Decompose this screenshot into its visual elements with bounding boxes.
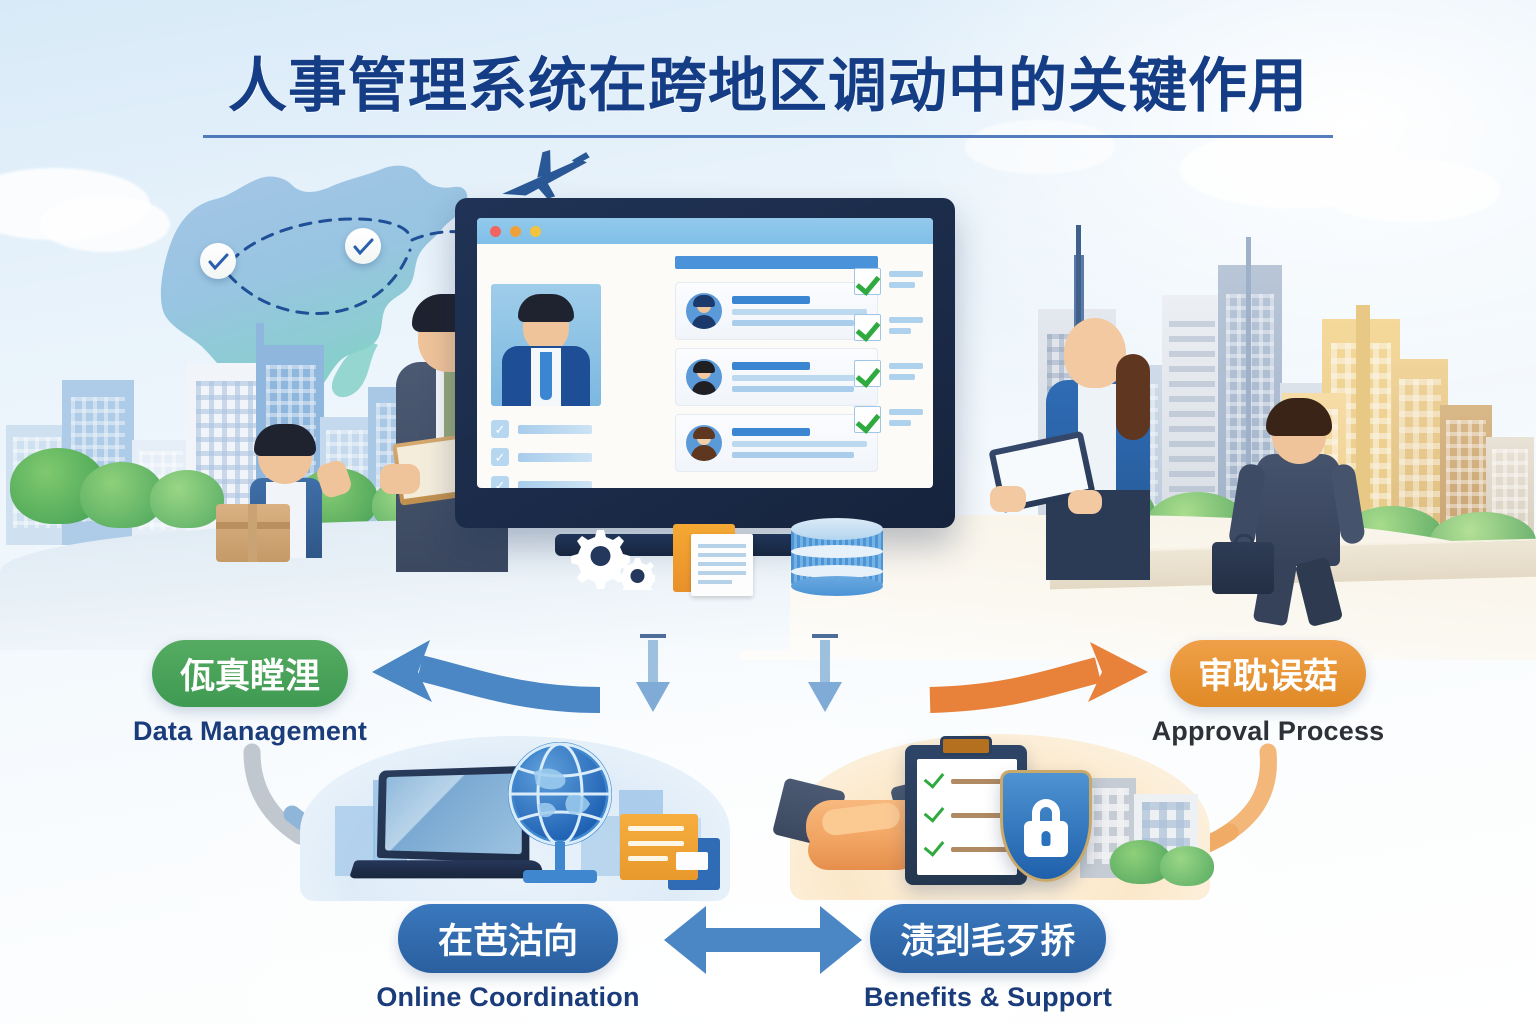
badge-online-coordination-label: 在芭沽向 <box>397 904 618 973</box>
approval-check-item[interactable] <box>854 314 923 341</box>
approval-check-item[interactable] <box>854 360 923 387</box>
file-icon <box>620 810 720 890</box>
row-fields <box>732 362 867 392</box>
row-fields <box>732 296 867 326</box>
tree-decoration <box>1160 846 1214 886</box>
app-body: ✓ ✓ ✓ <box>477 244 933 488</box>
checklist-item[interactable]: ✓ <box>491 476 592 488</box>
check-icon: ✓ <box>491 448 509 466</box>
page-title-block: 人事管理系统在跨地区调动中的关键作用 <box>0 38 1536 138</box>
window-titlebar <box>477 218 933 244</box>
approval-check-item[interactable] <box>854 268 923 295</box>
checklist-item[interactable]: ✓ <box>491 420 592 438</box>
employee-photo <box>491 284 601 406</box>
check-icon <box>854 314 881 341</box>
avatar <box>686 425 722 461</box>
list-header-bar <box>675 256 878 269</box>
worker-with-box <box>212 418 362 562</box>
badge-data-management-label: 佤真瞠浬 <box>151 640 348 707</box>
map-pin-icon <box>345 228 381 264</box>
table-row[interactable] <box>675 348 878 406</box>
badge-approval-process-en: Approval Process <box>1151 716 1385 746</box>
check-icon <box>854 406 881 433</box>
avatar <box>686 359 722 395</box>
badge-benefits-support[interactable]: 渍刭毛歹挢 Benefits & Support <box>828 904 1148 1013</box>
page-title: 人事管理系统在跨地区调动中的关键作用 <box>227 51 1308 120</box>
badge-data-management[interactable]: 佤真瞠浬 Data Management <box>100 640 400 747</box>
system-icons-strip <box>555 512 895 602</box>
check-icon: ✓ <box>491 420 509 438</box>
badge-online-coordination[interactable]: 在芭沽向 Online Coordination <box>338 904 678 1013</box>
approval-check-item[interactable] <box>854 406 923 433</box>
monitor-screen[interactable]: ✓ ✓ ✓ <box>477 218 933 488</box>
maximize-icon[interactable] <box>530 225 541 237</box>
check-labels <box>889 314 923 334</box>
map-pin-icon <box>200 243 236 279</box>
badge-benefits-support-label: 渍刭毛歹挢 <box>870 904 1106 973</box>
document-folder-icon <box>673 518 769 596</box>
transfer-route-lines <box>226 217 516 315</box>
check-labels <box>889 268 923 288</box>
minimize-icon[interactable] <box>510 225 521 237</box>
check-icon: ✓ <box>491 476 509 488</box>
airplane-icon <box>502 150 590 199</box>
checklist-item[interactable]: ✓ <box>491 448 592 466</box>
hr-system-monitor: ✓ ✓ ✓ <box>455 198 955 556</box>
table-row[interactable] <box>675 282 878 340</box>
cloud-decoration <box>1320 160 1500 222</box>
tree-decoration <box>150 470 224 528</box>
gears-icon <box>571 530 655 590</box>
check-labels <box>889 360 923 380</box>
cloud-decoration <box>965 120 1115 174</box>
row-fields <box>732 428 867 458</box>
badge-approval-process[interactable]: 审耽误菇 Approval Process <box>1108 640 1428 747</box>
table-row[interactable] <box>675 414 878 472</box>
businessman-walking-with-briefcase <box>1212 392 1368 628</box>
globe-icon <box>505 742 615 892</box>
badge-online-coordination-en: Online Coordination <box>376 982 640 1012</box>
badge-benefits-support-en: Benefits & Support <box>863 982 1113 1012</box>
cloud-decoration <box>40 196 170 252</box>
businesswoman-with-tablet <box>988 300 1186 580</box>
check-icon <box>854 268 881 295</box>
shield-lock-icon <box>1000 770 1092 882</box>
check-icon <box>854 360 881 387</box>
badge-approval-process-label: 审耽误菇 <box>1169 640 1366 707</box>
avatar <box>686 293 722 329</box>
close-icon[interactable] <box>490 225 501 237</box>
database-icon <box>791 518 883 596</box>
title-underline <box>203 135 1333 138</box>
badge-data-management-en: Data Management <box>132 716 368 746</box>
check-labels <box>889 406 923 426</box>
